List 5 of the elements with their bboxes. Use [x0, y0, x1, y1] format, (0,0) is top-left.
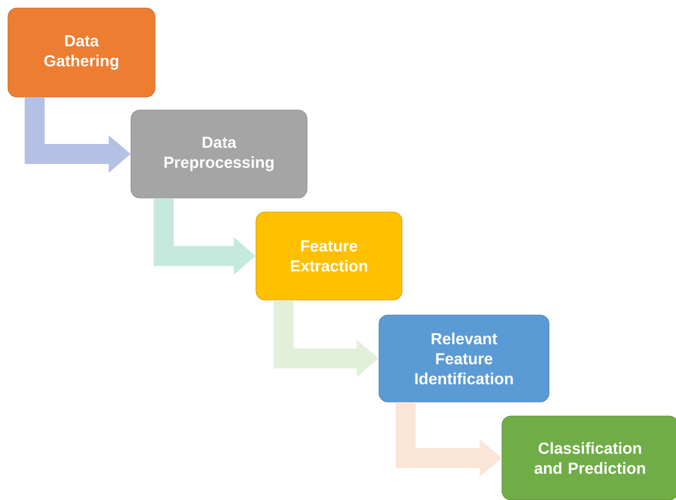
process-box: Feature Extraction [256, 212, 402, 300]
process-box: Classification and Prediction [502, 416, 676, 500]
process-box: Data Preprocessing [130, 110, 308, 198]
process-box: Data Gathering [8, 8, 156, 98]
process-box: Relevant Feature Identification [378, 314, 550, 402]
